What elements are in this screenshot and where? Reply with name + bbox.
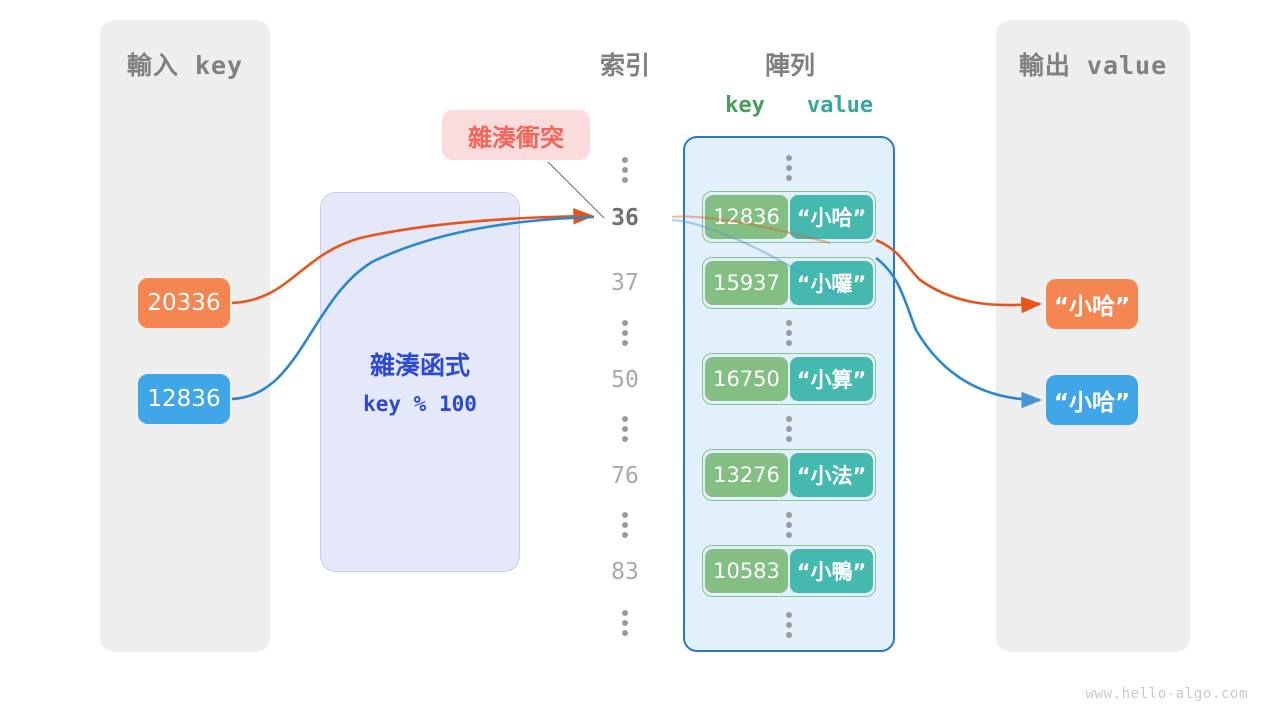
bucket-value: “小法” (790, 453, 873, 497)
input-key-20336[interactable]: 20336 (138, 278, 230, 328)
bucket-value: “小囉” (790, 261, 873, 305)
bucket-cell-50[interactable]: 16750 “小算” (702, 353, 876, 405)
bucket-key: 16750 (705, 357, 788, 401)
key-column-header: key (725, 93, 765, 118)
bucket-value: “小哈” (790, 195, 873, 239)
hash-function-expression: key % 100 (363, 392, 477, 416)
array-ellipsis-3 (782, 512, 796, 538)
array-column-header: 陣列 (764, 51, 815, 80)
index-label-50: 50 (611, 367, 639, 393)
array-ellipsis-bottom (782, 612, 796, 638)
input-panel (100, 20, 270, 652)
index-column-header: 索引 (599, 51, 650, 80)
index-ellipsis-bottom (618, 610, 632, 636)
output-panel (996, 20, 1190, 652)
bucket-cell-37[interactable]: 15937 “小囉” (702, 257, 876, 309)
input-panel-title: 輸入 key (126, 51, 244, 80)
value-column-header: value (806, 93, 874, 118)
bucket-cell-83[interactable]: 10583 “小鴨” (702, 545, 876, 597)
bucket-key: 10583 (705, 549, 788, 593)
index-label-37: 37 (611, 270, 639, 296)
index-label-36: 36 (611, 205, 639, 231)
bucket-value: “小鴨” (790, 549, 873, 593)
array-ellipsis-2 (782, 416, 796, 442)
bucket-key: 15937 (705, 261, 788, 305)
bucket-cell-76[interactable]: 13276 “小法” (702, 449, 876, 501)
array-ellipsis-top (782, 155, 796, 181)
index-label-83: 83 (611, 559, 639, 585)
index-label-76: 76 (611, 463, 639, 489)
input-key-12836[interactable]: 12836 (138, 374, 230, 424)
index-ellipsis-top (618, 157, 632, 183)
index-ellipsis-3 (618, 512, 632, 538)
bucket-key: 12836 (705, 195, 788, 239)
bucket-key: 13276 (705, 453, 788, 497)
hash-collision-badge: 雜湊衝突 (442, 110, 590, 160)
hash-function-box (320, 192, 520, 572)
output-panel-title: 輸出 value (1018, 51, 1168, 80)
index-ellipsis-2 (618, 416, 632, 442)
array-ellipsis-1 (782, 320, 796, 346)
bucket-cell-36[interactable]: 12836 “小哈” (702, 191, 876, 243)
bucket-value: “小算” (790, 357, 873, 401)
hash-function-title: 雜湊函式 (369, 351, 470, 380)
index-ellipsis-1 (618, 320, 632, 346)
output-value-blue[interactable]: “小哈” (1046, 375, 1138, 425)
output-value-orange[interactable]: “小哈” (1046, 279, 1138, 329)
site-watermark: www.hello-algo.com (1085, 686, 1248, 702)
